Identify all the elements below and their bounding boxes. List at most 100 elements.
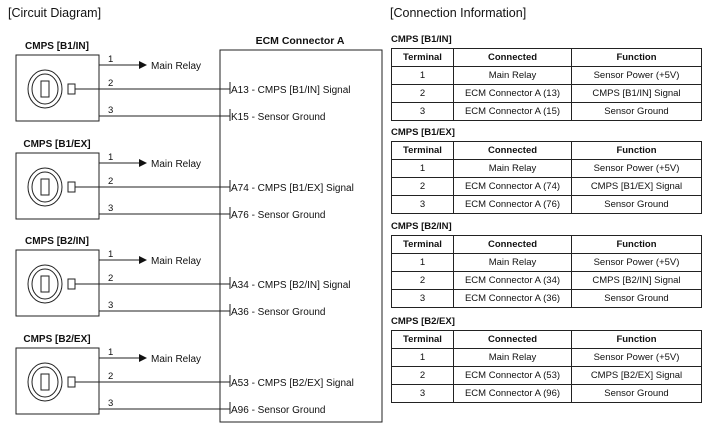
wire-number: 2 xyxy=(108,273,113,284)
table-cell: Sensor Power (+5V) xyxy=(571,159,702,178)
wire-number: 1 xyxy=(108,347,113,358)
ecm-pin-signal-label: A74 - CMPS [B1/EX] Signal xyxy=(231,183,354,194)
sensor-box xyxy=(15,347,100,415)
ecm-pin-signal-label: A13 - CMPS [B1/IN] Signal xyxy=(231,85,351,96)
sensor-element-inner xyxy=(31,73,59,105)
table-header-cell: Connected xyxy=(453,141,572,160)
table-cell: CMPS [B1/IN] Signal xyxy=(571,84,702,103)
connection-info-title: [Connection Information] xyxy=(390,6,527,20)
table-cell: 3 xyxy=(391,384,454,403)
sensor-label: CMPS [B2/EX] xyxy=(23,334,90,345)
sensor-core xyxy=(40,178,50,196)
main-relay-label: Main Relay xyxy=(151,354,201,365)
table-cell: CMPS [B1/EX] Signal xyxy=(571,177,702,196)
ecm-pin-signal-label: A34 - CMPS [B2/IN] Signal xyxy=(231,280,351,291)
table-header-cell: Terminal xyxy=(391,48,454,67)
wire-number: 1 xyxy=(108,54,113,65)
table-cell: ECM Connector A (53) xyxy=(453,366,572,385)
sensor-label: CMPS [B1/EX] xyxy=(23,139,90,150)
ecm-pin-ground-label: A36 - Sensor Ground xyxy=(231,307,326,318)
wire-number: 3 xyxy=(108,300,113,311)
table-cell: ECM Connector A (36) xyxy=(453,289,572,308)
sensor-element-outer xyxy=(27,264,63,304)
table-cell: ECM Connector A (74) xyxy=(453,177,572,196)
table-cell: CMPS [B2/IN] Signal xyxy=(571,271,702,290)
table-cell: Sensor Power (+5V) xyxy=(571,253,702,272)
table-cell: Sensor Ground xyxy=(571,384,702,403)
wire-number: 2 xyxy=(108,78,113,89)
sensor-core xyxy=(40,373,50,391)
sensor-element-outer xyxy=(27,69,63,109)
table-header-cell: Connected xyxy=(453,48,572,67)
table-cell: Sensor Ground xyxy=(571,195,702,214)
table-cell: Main Relay xyxy=(453,348,572,367)
ecm-pin-ground-label: K15 - Sensor Ground xyxy=(231,112,326,123)
table-cell: ECM Connector A (13) xyxy=(453,84,572,103)
table-cell: 3 xyxy=(391,289,454,308)
sensor-box xyxy=(15,249,100,317)
wire-number: 3 xyxy=(108,398,113,409)
wire-number: 1 xyxy=(108,152,113,163)
ecm-pin-signal-label: A53 - CMPS [B2/EX] Signal xyxy=(231,378,354,389)
wire-number: 2 xyxy=(108,371,113,382)
table-cell: 2 xyxy=(391,84,454,103)
sensor-terminal xyxy=(67,376,76,388)
table-cell: 3 xyxy=(391,195,454,214)
table-header-cell: Terminal xyxy=(391,330,454,349)
wire-number: 3 xyxy=(108,203,113,214)
ecm-connector-box xyxy=(219,49,383,423)
table-cell: 2 xyxy=(391,177,454,196)
ecm-pin-ground-label: A96 - Sensor Ground xyxy=(231,405,326,416)
table-caption: CMPS [B1/EX] xyxy=(391,127,455,138)
table-cell: ECM Connector A (34) xyxy=(453,271,572,290)
table-header-cell: Connected xyxy=(453,235,572,254)
table-header-cell: Function xyxy=(571,48,702,67)
sensor-element-outer xyxy=(27,167,63,207)
sensor-box xyxy=(15,152,100,220)
main-relay-label: Main Relay xyxy=(151,61,201,72)
table-cell: ECM Connector A (76) xyxy=(453,195,572,214)
main-relay-label: Main Relay xyxy=(151,256,201,267)
main-relay-label: Main Relay xyxy=(151,159,201,170)
table-cell: Sensor Power (+5V) xyxy=(571,348,702,367)
sensor-terminal xyxy=(67,278,76,290)
table-cell: Main Relay xyxy=(453,253,572,272)
table-header-cell: Function xyxy=(571,141,702,160)
ecm-pin-ground-label: A76 - Sensor Ground xyxy=(231,210,326,221)
wire-number: 3 xyxy=(108,105,113,116)
table-header-cell: Function xyxy=(571,235,702,254)
table-cell: Sensor Ground xyxy=(571,102,702,121)
table-cell: 2 xyxy=(391,366,454,385)
table-caption: CMPS [B2/EX] xyxy=(391,316,455,327)
table-cell: Main Relay xyxy=(453,66,572,85)
wire-number: 1 xyxy=(108,249,113,260)
table-cell: Sensor Power (+5V) xyxy=(571,66,702,85)
sensor-label: CMPS [B1/IN] xyxy=(25,41,89,52)
sensor-core xyxy=(40,275,50,293)
table-cell: 1 xyxy=(391,253,454,272)
table-header-cell: Function xyxy=(571,330,702,349)
